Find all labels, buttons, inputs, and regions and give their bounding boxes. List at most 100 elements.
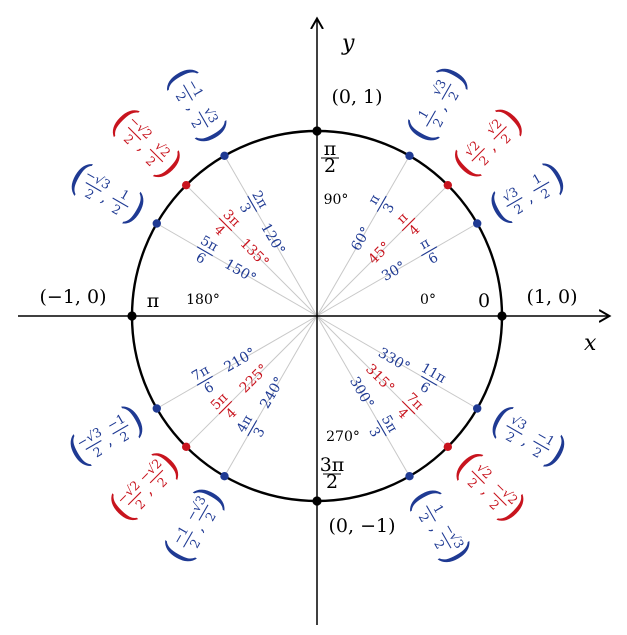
- coord-y-210-den: 2: [117, 428, 131, 445]
- radian-label-90-den: 2: [324, 155, 336, 177]
- radian-label-90-num: π: [324, 138, 337, 160]
- coord-x-150-bar: [85, 182, 102, 192]
- ray-225: [185, 315, 318, 448]
- radian-label-120-bar: [247, 195, 258, 212]
- point-225: [181, 442, 191, 452]
- radian-label-150-num: 5π: [198, 233, 221, 256]
- radian-label-120-num: 2π: [248, 188, 271, 211]
- radian-label-330-bar: [421, 375, 438, 386]
- coord-y-60-den: 2: [445, 89, 462, 103]
- coord-x-60-den: 2: [429, 115, 446, 129]
- coord-y-330-bar: [533, 440, 550, 451]
- radian-label-210-bar: [196, 375, 213, 386]
- radian-label-270-num: 3π: [320, 454, 345, 476]
- radian-label-90: π2: [321, 138, 339, 177]
- point-270: [312, 496, 322, 506]
- coord-x-300-den: 2: [416, 510, 433, 524]
- coord-x-300-bar: [426, 505, 436, 522]
- coord-x-135-bar: [127, 126, 142, 141]
- coordinate-label-150: (−√32,12): [62, 153, 155, 233]
- ray-60: [316, 155, 410, 317]
- ray-240: [224, 315, 318, 477]
- coordinate-label-180: (−1, 0): [39, 286, 106, 308]
- degree-label-0: 0°: [420, 292, 436, 308]
- ray-300: [316, 315, 410, 477]
- coordinate-label-240: (−12,−√32): [154, 479, 234, 572]
- radian-label-240-bar: [247, 420, 258, 437]
- coordinate-label-315: (√22,−√22): [446, 442, 536, 532]
- point-150: [152, 219, 161, 228]
- coord-x-300-num: 1: [430, 502, 447, 516]
- y-axis-label: y: [341, 31, 355, 56]
- radian-label-300-den: 3: [365, 425, 383, 440]
- coord-x-315-bar: [471, 470, 485, 484]
- coordinate-label-60: (12,√32): [397, 58, 477, 151]
- radian-label-150: 5π6: [193, 233, 221, 268]
- coordinate-label-225: (−√22,−√22): [99, 441, 189, 531]
- coordinate-label-0: (1, 0): [526, 286, 577, 308]
- coord-y-45-den: 2: [498, 130, 514, 146]
- coordinate-label-270: (0, −1): [328, 515, 395, 537]
- ray-315: [316, 315, 449, 448]
- coord-y-135-den: 2: [143, 153, 159, 169]
- radian-label-300-bar: [376, 420, 387, 437]
- point-0: [497, 311, 507, 321]
- point-120: [220, 151, 229, 160]
- radian-label-270: 3π2: [320, 454, 345, 493]
- radian-label-150-bar: [196, 246, 213, 257]
- radian-label-315-bar: [401, 400, 416, 415]
- coord-x-45-den: 2: [476, 152, 492, 168]
- coord-x-30-bar: [506, 197, 523, 207]
- radian-label-270-den: 2: [326, 471, 338, 493]
- coord-y-300-bar: [441, 532, 452, 549]
- coord-y-120-bar: [198, 111, 209, 128]
- coordinate-label-210: (−√32,−12): [60, 395, 153, 475]
- coord-y-120-den: 2: [188, 116, 205, 130]
- degree-label-60: 60°: [348, 224, 374, 254]
- comma-45: ,: [482, 138, 499, 155]
- coordinate-label-120: (−12,√32): [157, 59, 237, 152]
- degree-label-30: 30°: [379, 258, 409, 284]
- ray-150: [156, 223, 318, 317]
- coord-x-30-num: √3: [499, 184, 520, 205]
- point-240: [220, 472, 229, 481]
- coord-y-30-den: 2: [538, 185, 552, 202]
- coord-y-240-den: 2: [202, 509, 219, 523]
- coord-y-300-den: 2: [431, 537, 448, 551]
- coord-x-210-bar: [85, 440, 102, 450]
- point-60: [405, 151, 414, 160]
- coord-x-240-den: 2: [186, 536, 203, 550]
- ray-45: [316, 184, 449, 317]
- coord-x-225-den: 2: [132, 496, 148, 512]
- coord-y-60-bar: [441, 83, 452, 100]
- ray-120: [224, 155, 318, 317]
- coord-y-210-bar: [112, 424, 129, 435]
- coord-y-315-bar: [493, 492, 507, 506]
- ray-135: [185, 184, 318, 317]
- coord-x-330-bar: [506, 425, 523, 435]
- comma-135: ,: [135, 138, 152, 155]
- radian-label-30-den: 6: [426, 250, 441, 268]
- coordinate-label-300: (12,−√32): [400, 479, 480, 572]
- point-180: [127, 311, 137, 321]
- ray-210: [156, 315, 318, 409]
- radian-label-240: 4π3: [234, 412, 269, 440]
- coord-x-240-bar: [183, 531, 193, 548]
- coord-x-120-bar: [183, 84, 193, 101]
- coord-y-30-num: 1: [530, 170, 544, 187]
- coord-y-30-bar: [533, 181, 550, 192]
- ray-330: [316, 315, 478, 409]
- radian-label-240-num: 4π: [234, 412, 257, 435]
- coord-x-135-den: 2: [121, 131, 137, 147]
- coord-y-120-num: √3: [201, 104, 222, 125]
- radian-label-240-den: 3: [251, 425, 269, 440]
- coord-y-315-den: 2: [486, 497, 502, 513]
- coord-y-150-num: 1: [118, 186, 132, 203]
- coord-x-60-bar: [426, 110, 436, 127]
- point-45: [443, 180, 453, 190]
- coordinate-label-330: (√32,−12): [482, 396, 575, 476]
- coord-y-240-bar: [198, 504, 209, 521]
- coord-x-330-num: √3: [508, 412, 529, 433]
